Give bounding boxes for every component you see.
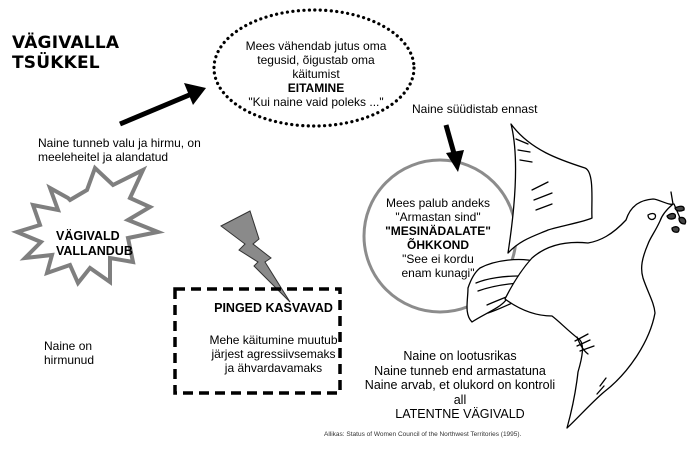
source-citation: Allikas: Status of Women Council of the … (324, 431, 522, 438)
honeymoon-stage: Mees palub andeks "Armastan sind" "MESIN… (376, 196, 500, 280)
self-blame-label: Naine süüdistab ennast (412, 102, 538, 116)
tension-heading: PINGED KASVAVAD (214, 301, 333, 315)
scared-line-1: Naine on (44, 339, 93, 353)
honeymoon-heading-2: ÕHKKOND (407, 238, 469, 252)
scared-description: Naine on hirmunud (44, 339, 94, 367)
dove-icon (466, 123, 687, 429)
diagram-title: VÄGIVALLA TSÜKKEL (12, 33, 119, 73)
tension-dashed-box (173, 287, 342, 395)
latent-line-2: Naine tunneb end armastatuna (374, 363, 546, 378)
pain-line-2: meeleheitel ja alandatud (38, 150, 169, 164)
violence-erupts-label: VÄGIVALD VALLANDUB (56, 229, 133, 259)
tension-description: Mehe käitumine muutub järjest agressiivs… (177, 333, 370, 375)
starburst-icon (11, 164, 165, 287)
latent-heading: LATENTNE VÄGIVALD (395, 407, 525, 421)
denial-line-3: käitumist (292, 67, 340, 81)
pain-description: Naine tunneb valu ja hirmu, on meeleheit… (38, 136, 238, 164)
pain-line-1: Naine tunneb valu ja hirmu, on (38, 136, 201, 150)
denial-dotted-ellipse (212, 8, 416, 128)
latent-line-3: Naine arvab, et olukord on kontroli all (364, 378, 556, 407)
tension-line-2: järjest agressiivsemaks (211, 347, 336, 361)
denial-stage: Mees vähendab jutus oma tegusid, õigusta… (233, 39, 399, 109)
arrow-down-icon (443, 124, 464, 172)
latent-line-1: Naine on lootusrikas (403, 349, 517, 363)
title-line-2: TSÜKKEL (12, 53, 100, 73)
arrow-up-right-icon (119, 83, 206, 127)
tension-line-1: Mehe käitumine muutub (209, 333, 338, 347)
honeymoon-line-3: "See ei kordu (402, 252, 474, 266)
denial-line-1: Mees vähendab jutus oma (245, 39, 387, 53)
scared-line-2: hirmunud (44, 353, 95, 367)
latent-violence-description: Naine on lootusrikas Naine tunneb end ar… (360, 349, 560, 422)
honeymoon-heading-1: "MESINÄDALATE" (385, 224, 491, 238)
lightning-bolt-icon (220, 210, 291, 303)
violence-line-1: VÄGIVALD (56, 229, 120, 243)
honeymoon-line-4: enam kunagi" (401, 266, 475, 280)
title-line-1: VÄGIVALLA (12, 33, 120, 53)
honeymoon-line-2: "Armastan sind" (395, 210, 481, 224)
honeymoon-line-1: Mees palub andeks (385, 196, 491, 210)
tension-line-3: ja ähvardavamaks (224, 361, 323, 375)
violence-line-2: VALLANDUB (56, 244, 133, 258)
denial-line-2: tegusid, õigustab oma (257, 53, 375, 67)
denial-quote: "Kui naine vaid poleks ..." (248, 95, 384, 109)
denial-heading: EITAMINE (287, 81, 345, 95)
